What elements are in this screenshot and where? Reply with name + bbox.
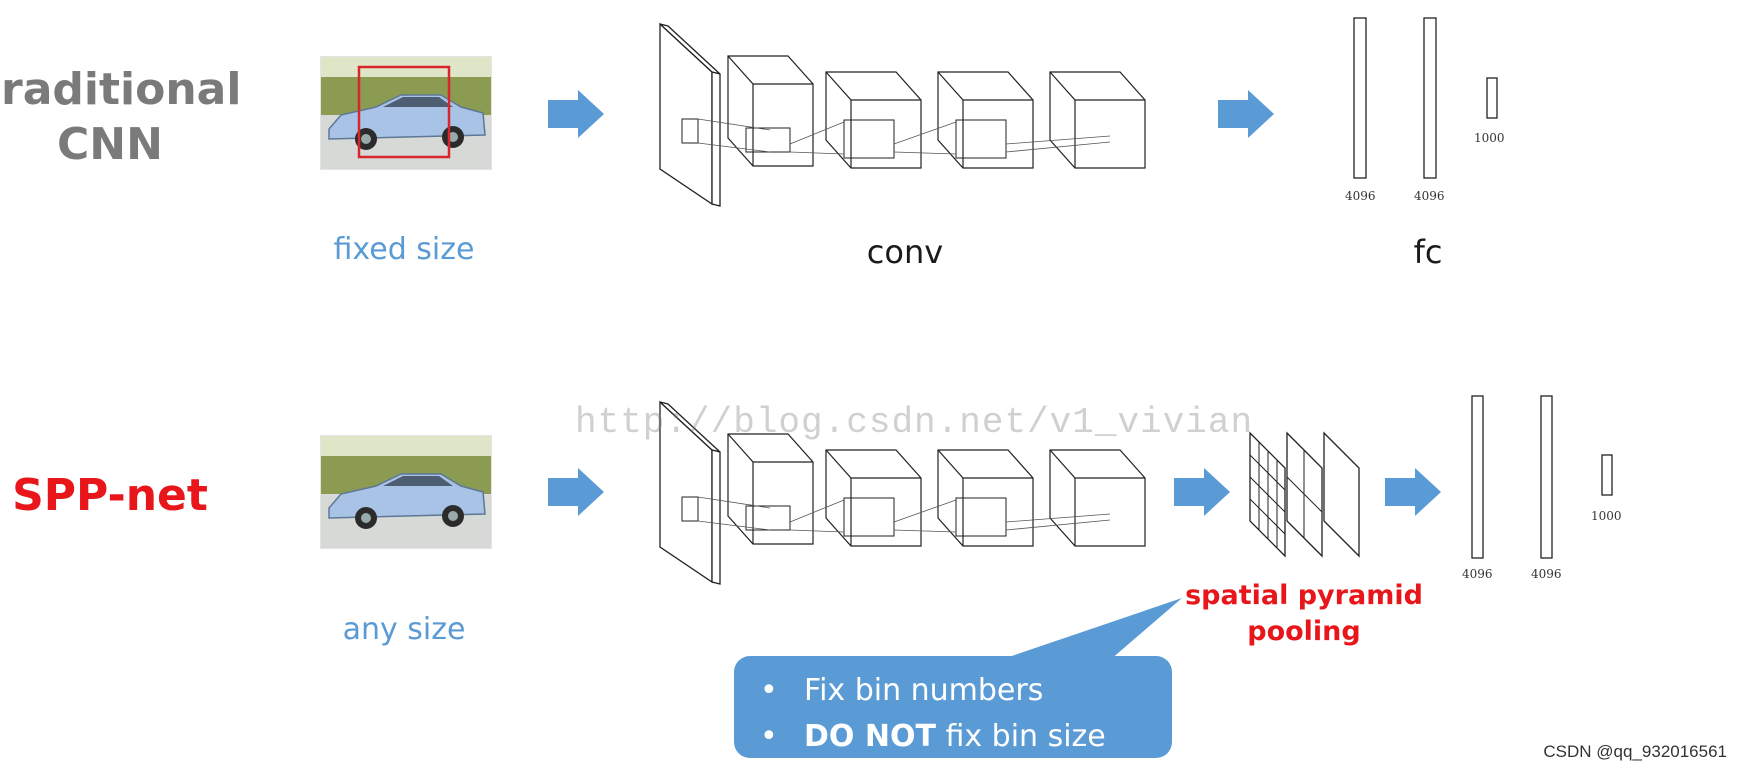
callout-item-1: •Fix bin numbers bbox=[760, 673, 1044, 708]
credit-text: CSDN @qq_932016561 bbox=[1543, 742, 1727, 761]
watermark-text: http://blog.csdn.net/v1_vivian bbox=[575, 402, 1254, 443]
fc-dim-label: 4096 bbox=[1462, 567, 1493, 581]
fc-dim-label: 4096 bbox=[1414, 189, 1445, 203]
pyramid-pooling-grids bbox=[1249, 431, 1360, 558]
arrow-icon bbox=[548, 468, 604, 516]
arrow-icon bbox=[1174, 468, 1230, 516]
traditional-cnn-label: traditional CNN bbox=[0, 62, 242, 172]
spp-net-label: SPP-net bbox=[12, 470, 208, 521]
fc-layer-4096-b bbox=[1540, 395, 1553, 559]
crop-box bbox=[357, 65, 451, 159]
callout-tail bbox=[1000, 598, 1182, 660]
car-photo-cropped bbox=[320, 56, 492, 170]
fc-dim-label: 4096 bbox=[1345, 189, 1376, 203]
pool-caption-line1: spatial pyramid bbox=[1185, 580, 1423, 611]
fc-layer-4096-a bbox=[1353, 17, 1367, 179]
traditional-label-line2: CNN bbox=[57, 119, 163, 170]
fc-layer-4096-b bbox=[1423, 17, 1437, 179]
arrow-icon bbox=[1385, 468, 1441, 516]
any-size-caption: any size bbox=[342, 612, 466, 647]
spatial-pyramid-pooling-caption: spatial pyramid pooling bbox=[1174, 578, 1434, 651]
callout-item-2: •DO NOT fix bin size bbox=[760, 719, 1106, 754]
conv-layers-traditional bbox=[659, 23, 1146, 207]
car-image bbox=[321, 57, 491, 169]
fc-layer-1000 bbox=[1601, 454, 1613, 496]
arrow-icon bbox=[1218, 90, 1274, 138]
fc-caption: fc bbox=[1413, 233, 1443, 271]
callout-box: •Fix bin numbers •DO NOT fix bin size bbox=[734, 656, 1172, 758]
fc-dim-label: 1000 bbox=[1474, 131, 1505, 145]
arrow-icon bbox=[548, 90, 604, 138]
pool-caption-line2: pooling bbox=[1247, 616, 1361, 648]
car-photo-full bbox=[320, 435, 492, 549]
fc-layer-4096-a bbox=[1471, 395, 1484, 559]
traditional-label-line1: traditional bbox=[0, 64, 242, 115]
fc-dim-label: 4096 bbox=[1531, 567, 1562, 581]
fc-layer-1000 bbox=[1486, 77, 1498, 119]
conv-caption: conv bbox=[866, 233, 944, 271]
car-image bbox=[321, 436, 491, 548]
fc-dim-label: 1000 bbox=[1591, 509, 1622, 523]
fixed-size-caption: fixed size bbox=[333, 232, 475, 267]
